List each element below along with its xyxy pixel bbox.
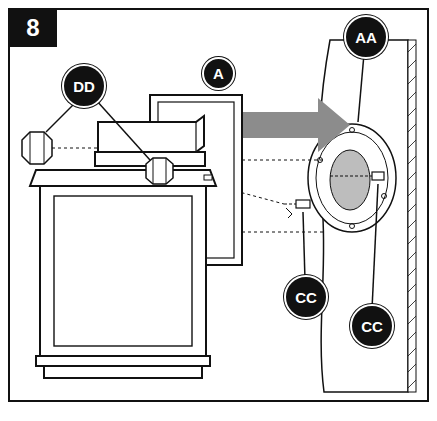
- callout-number: CC: [284, 275, 328, 319]
- callout-number: AA: [344, 15, 388, 59]
- step-number: 8: [9, 9, 57, 47]
- callout-number: A: [202, 57, 235, 90]
- leader-lines: [46, 54, 378, 309]
- frame: [9, 9, 428, 401]
- callout-number: CC: [350, 304, 394, 348]
- screws: [284, 172, 384, 218]
- direction-arrow: [242, 98, 350, 152]
- lamp-fixture: [30, 95, 242, 378]
- callout-number: DD: [62, 64, 106, 108]
- nuts: [22, 132, 173, 184]
